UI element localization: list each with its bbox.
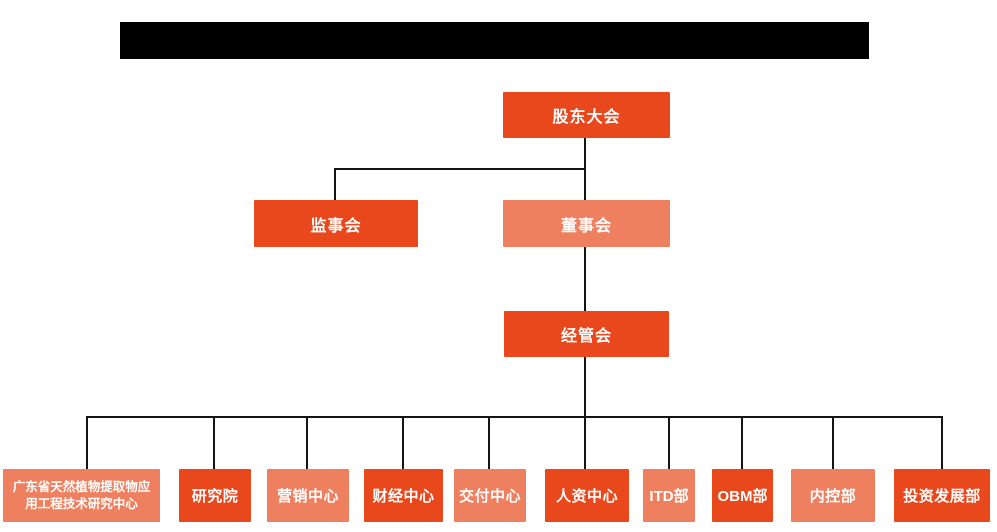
dept-node-hr-center: 人资中心 [545,469,629,522]
dept-node-investment-development: 投资发展部 [894,469,990,522]
dept-node-internal-control: 内控部 [791,469,875,522]
node-management-committee: 经管会 [504,311,669,357]
dept-node-delivery-center: 交付中心 [454,469,526,522]
connector-drop [306,416,308,469]
connector-down-supervisory [334,168,336,200]
connector-drop [941,416,943,469]
redacted-title-bar [120,22,869,59]
dept-node-marketing-center: 营销中心 [267,469,349,522]
connector-drop [741,416,743,469]
connector-drop [668,416,670,469]
connector-drop [488,416,490,469]
connector-drop [584,416,586,469]
connector-department-bus [86,416,943,418]
dept-node-finance-center: 财经中心 [364,469,443,522]
dept-node-engineering-research-center: 广东省天然植物提取物应用工程技术研究中心 [3,469,160,522]
dept-node-obm: OBM部 [712,469,773,522]
connector-board-to-management [584,247,586,311]
node-supervisory-board: 监事会 [254,200,418,247]
dept-node-research-institute: 研究院 [179,469,251,522]
connector-drop [832,416,834,469]
connector-drop [86,416,88,469]
node-board-of-directors: 董事会 [503,200,670,247]
node-shareholders-meeting: 股东大会 [503,92,670,138]
connector-management-to-bus [584,357,586,417]
connector-drop [213,416,215,469]
dept-node-itd: ITD部 [643,469,695,522]
connector-branch-supervisory [334,168,586,170]
connector-drop [402,416,404,469]
